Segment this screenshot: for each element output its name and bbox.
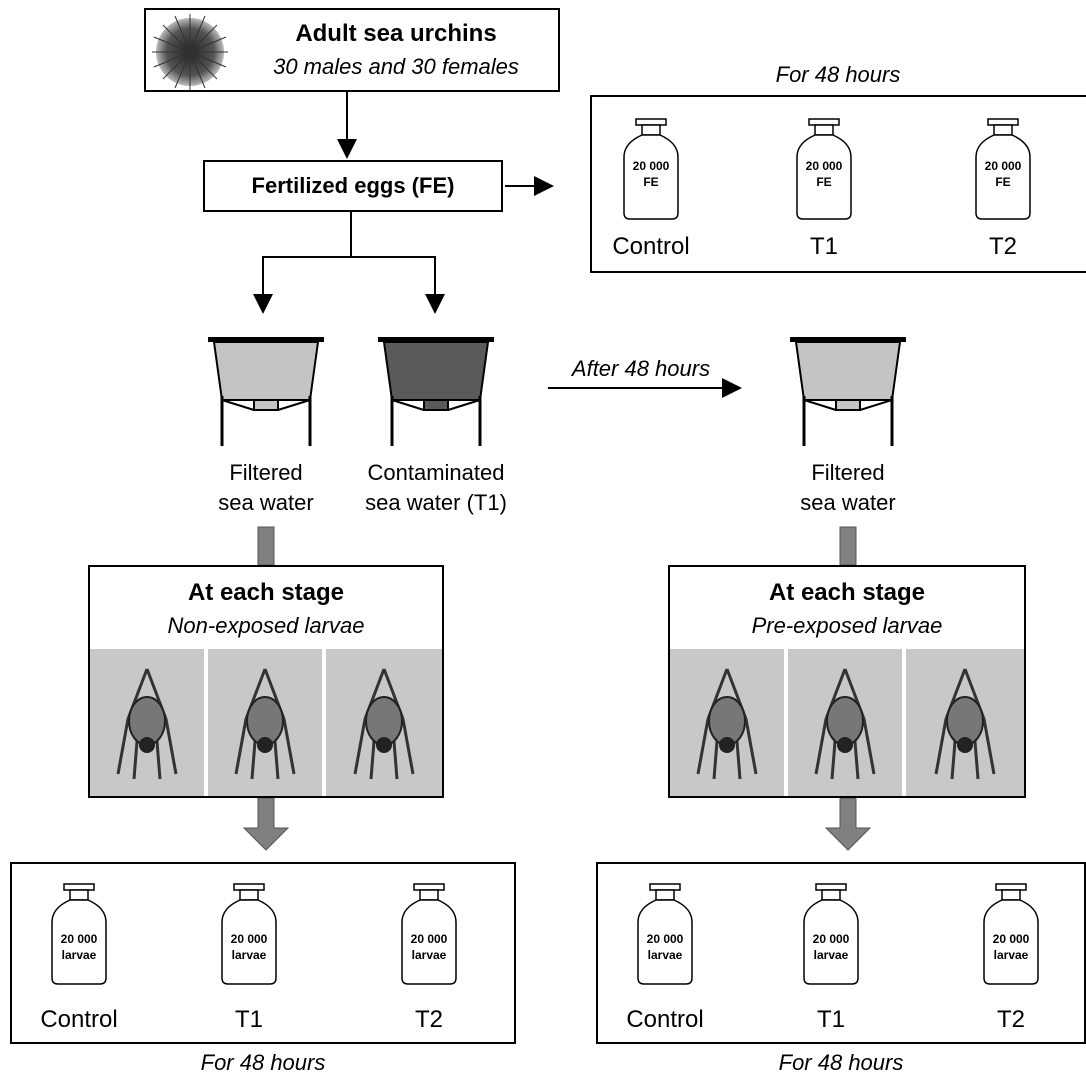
bottle-label: Control — [626, 1006, 704, 1033]
bottle-icon — [796, 118, 852, 220]
bottle-content: FE — [643, 175, 659, 189]
bottle-content: larvae — [231, 948, 267, 962]
bottom-right-caption: For 48 hours — [778, 1050, 904, 1075]
adult-subtitle: 30 males and 30 females — [273, 54, 519, 79]
bottle-label: T2 — [988, 233, 1017, 260]
bottle-icon — [51, 883, 107, 985]
bottle-icon — [983, 883, 1039, 985]
bottle-label: T1 — [809, 233, 838, 260]
stage-left-title: At each stage — [187, 579, 345, 606]
tank-contaminated-label-1: Contaminated — [367, 460, 505, 485]
arrow-eggs-to-filtered — [253, 212, 352, 314]
tank-filtered-left-label-1: Filtered — [229, 460, 303, 485]
bottle-label: Control — [612, 233, 690, 260]
larva-icon — [696, 668, 758, 780]
tank-filtered-right-label-2: sea water — [800, 490, 896, 515]
stage-right-title: At each stage — [768, 579, 926, 606]
sea-urchin-icon — [152, 14, 228, 90]
bottle-content: larvae — [813, 948, 849, 962]
adult-title: Adult sea urchins — [295, 20, 497, 47]
bottle-label: T1 — [816, 1006, 845, 1033]
bottle-count: 20 000 — [410, 932, 448, 946]
grey-connector-left-top — [257, 526, 275, 566]
bottle-label: Control — [40, 1006, 118, 1033]
larva-image — [906, 649, 1024, 796]
bottle-icon — [975, 118, 1031, 220]
bottle-label: T2 — [414, 1006, 443, 1033]
larva-icon — [934, 668, 996, 780]
bottle-icon — [623, 118, 679, 220]
larva-image — [208, 649, 322, 796]
tank-filtered-left-label-2: sea water — [218, 490, 314, 515]
bottle: 20 000 FE — [620, 117, 682, 221]
bottle: 20 000 FE — [793, 117, 855, 221]
bottle: 20 000 larvae — [800, 882, 862, 986]
bottle: 20 000 larvae — [398, 882, 460, 986]
bottom-left-bottle-group: 20 000 larvae Control 20 000 larvae T1 2… — [10, 862, 516, 1044]
bottle: 20 000 FE — [972, 117, 1034, 221]
stage-left-box: At each stage Non-exposed larvae — [88, 565, 444, 798]
tank-filtered-left — [208, 337, 324, 446]
bottle-content: FE — [995, 175, 1011, 189]
top-group-caption: For 48 hours — [775, 62, 901, 87]
larva-icon — [234, 668, 296, 780]
bottle-count: 20 000 — [984, 159, 1022, 173]
larva-image — [670, 649, 784, 796]
bottle-content: larvae — [61, 948, 97, 962]
bottom-right-bottle-group: 20 000 larvae Control 20 000 larvae T1 2… — [596, 862, 1086, 1044]
grey-connector-right-top — [839, 526, 857, 566]
bottle-count: 20 000 — [632, 159, 670, 173]
larva-icon — [116, 668, 178, 780]
fertilized-eggs-box: Fertilized eggs (FE) — [203, 160, 503, 212]
bottle-content: larvae — [993, 948, 1029, 962]
after-48-hours-label: After 48 hours — [571, 356, 711, 381]
bottle-content: larvae — [647, 948, 683, 962]
adult-sea-urchins-box: Adult sea urchins 30 males and 30 female… — [144, 8, 560, 92]
bottle-content: FE — [816, 175, 832, 189]
arrow-eggs-to-contaminated — [351, 256, 445, 314]
tank-contaminated — [378, 337, 494, 446]
bottle-icon — [221, 883, 277, 985]
bottle-icon — [637, 883, 693, 985]
bottle-count: 20 000 — [60, 932, 98, 946]
tank-contaminated-label-2: sea water (T1) — [365, 490, 507, 515]
bottle-label: T1 — [234, 1006, 263, 1033]
grey-arrow-right-down — [824, 797, 872, 851]
larva-icon — [814, 668, 876, 780]
tank-filtered-right-label-1: Filtered — [811, 460, 885, 485]
bottom-left-caption: For 48 hours — [200, 1050, 326, 1075]
stage-right-box: At each stage Pre-exposed larvae — [668, 565, 1026, 798]
larva-image — [788, 649, 902, 796]
larva-image — [90, 649, 204, 796]
bottle: 20 000 larvae — [218, 882, 280, 986]
bottle-content: larvae — [411, 948, 447, 962]
bottle-count: 20 000 — [992, 932, 1030, 946]
bottle: 20 000 larvae — [634, 882, 696, 986]
bottle-count: 20 000 — [812, 932, 850, 946]
bottle: 20 000 larvae — [980, 882, 1042, 986]
larva-image — [326, 649, 442, 796]
bottle-icon — [803, 883, 859, 985]
bottle-label: T2 — [996, 1006, 1025, 1033]
bottle-count: 20 000 — [230, 932, 268, 946]
top-bottle-group: 20 000 FE Control 20 000 FE T1 20 000 FE… — [590, 95, 1086, 273]
grey-arrow-left-down — [242, 797, 290, 851]
tank-filtered-right — [790, 337, 906, 446]
stage-right-subtitle: Pre-exposed larvae — [751, 613, 943, 638]
bottle-count: 20 000 — [646, 932, 684, 946]
stage-left-subtitle: Non-exposed larvae — [167, 613, 365, 638]
larva-icon — [353, 668, 415, 780]
bottle-count: 20 000 — [805, 159, 843, 173]
bottle-icon — [401, 883, 457, 985]
bottle: 20 000 larvae — [48, 882, 110, 986]
